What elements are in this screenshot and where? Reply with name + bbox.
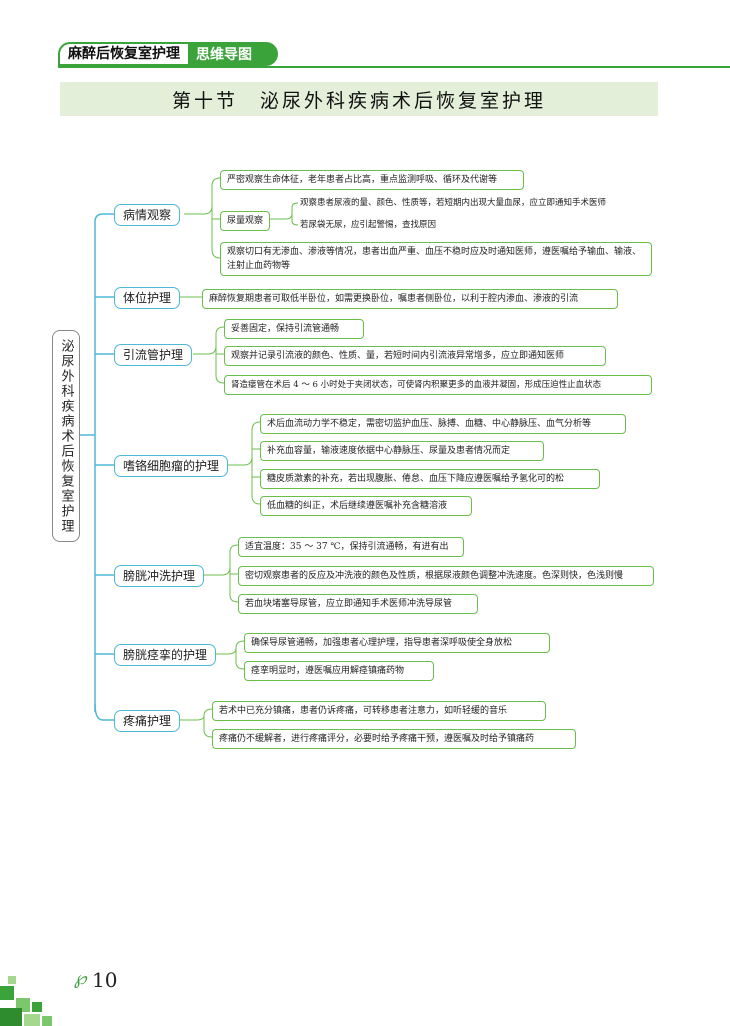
header-tab: 麻醉后恢复室护理 思维导图 — [58, 42, 278, 66]
leaf-irrigation-temperature: 适宜温度：35 ～ 37 ℃，保持引流通畅，有进有出 — [238, 537, 464, 557]
leaf-vital-signs: 严密观察生命体征，老年患者占比高，重点监测呼吸、循环及代谢等 — [220, 170, 524, 190]
branch-drainage-care: 引流管护理 — [114, 344, 193, 366]
leaf-pain-score: 疼痛仍不缓解者，进行疼痛评分，必要时给予疼痛干预，遵医嘱及时给予镇痛药 — [212, 729, 576, 749]
leaf-secure-drain: 妥善固定，保持引流管通畅 — [224, 319, 364, 339]
leaf-hemodynamic-monitor: 术后血流动力学不稳定，需密切监护血压、脉搏、血糖、中心静脉压、血气分析等 — [260, 414, 626, 434]
page-number: 10 — [92, 968, 118, 992]
mindmap-root: 泌尿外科疾病术后恢复室护理 — [52, 330, 80, 542]
leaf-irrigation-speed: 密切观察患者的反应及冲洗液的颜色及性质，根据尿液颜色调整冲洗速度。色深则快，色浅… — [238, 566, 654, 586]
branch-pheochromocytoma-care: 嗜铬细胞瘤的护理 — [114, 455, 229, 477]
branch-position-care: 体位护理 — [114, 287, 181, 309]
branch-condition-observation: 病情观察 — [114, 204, 181, 226]
leaf-semi-recumbent: 麻醉恢复期患者可取低半卧位，如需更换卧位，嘱患者侧卧位，以利于腔内渗血、渗液的引… — [202, 289, 618, 309]
leaf-incision-bleeding: 观察切口有无渗血、渗液等情况，患者出血严重、血压不稳时应及时通知医师，遵医嘱给予… — [220, 242, 652, 276]
page-ornament-icon: ℘ — [74, 968, 87, 989]
branch-bladder-spasm: 膀胱痉挛的护理 — [114, 644, 217, 666]
branch-pain-care: 疼痛护理 — [114, 710, 181, 732]
leaf-catheter-patency: 确保导尿管通畅，加强患者心理护理，指导患者深呼吸使全身放松 — [244, 633, 550, 653]
corner-decoration — [0, 976, 52, 1026]
leaf-glucocorticoid: 糖皮质激素的补充，若出现腹胀、倦怠、血压下降应遵医嘱给予氢化可的松 — [260, 469, 600, 489]
book-title: 麻醉后恢复室护理 — [60, 44, 188, 64]
leaf-record-drainage: 观察并记录引流液的颜色、性质、量，若短时间内引流液异常增多，应立即通知医师 — [224, 346, 606, 366]
leaf-antispasmodic: 痉挛明显时，遵医嘱应用解痉镇痛药物 — [244, 661, 434, 681]
header-rule — [58, 66, 730, 68]
leaf-blood-volume: 补充血容量，输液速度依据中心静脉压、尿量及患者情况而定 — [260, 441, 544, 461]
leaf-urine-bag-empty: 若尿袋无尿，应引起警惕，查找原因 — [300, 220, 437, 230]
leaf-clot-blockage: 若血块堵塞导尿管，应立即通知手术医师冲洗导尿管 — [238, 594, 478, 614]
leaf-hypoglycemia: 低血糖的纠正，术后继续遵医嘱补充含糖溶液 — [260, 496, 472, 516]
page-title: 第十节 泌尿外科疾病术后恢复室护理 — [60, 82, 658, 116]
leaf-nephrostomy-clamp: 肾造瘘管在术后 4 ～ 6 小时处于夹闭状态，可使肾内积聚更多的血液并凝固，形成… — [224, 375, 652, 395]
sub-urine-observation: 尿量观察 — [220, 211, 271, 231]
leaf-urine-volume: 观察患者尿液的量、颜色、性质等，若短期内出现大量血尿，应立即通知手术医师 — [300, 198, 607, 208]
leaf-distraction: 若术中已充分镇痛，患者仍诉疼痛，可转移患者注意力，如听轻缓的音乐 — [212, 701, 546, 721]
section-tag: 思维导图 — [196, 47, 252, 63]
branch-bladder-irrigation: 膀胱冲洗护理 — [114, 565, 205, 587]
